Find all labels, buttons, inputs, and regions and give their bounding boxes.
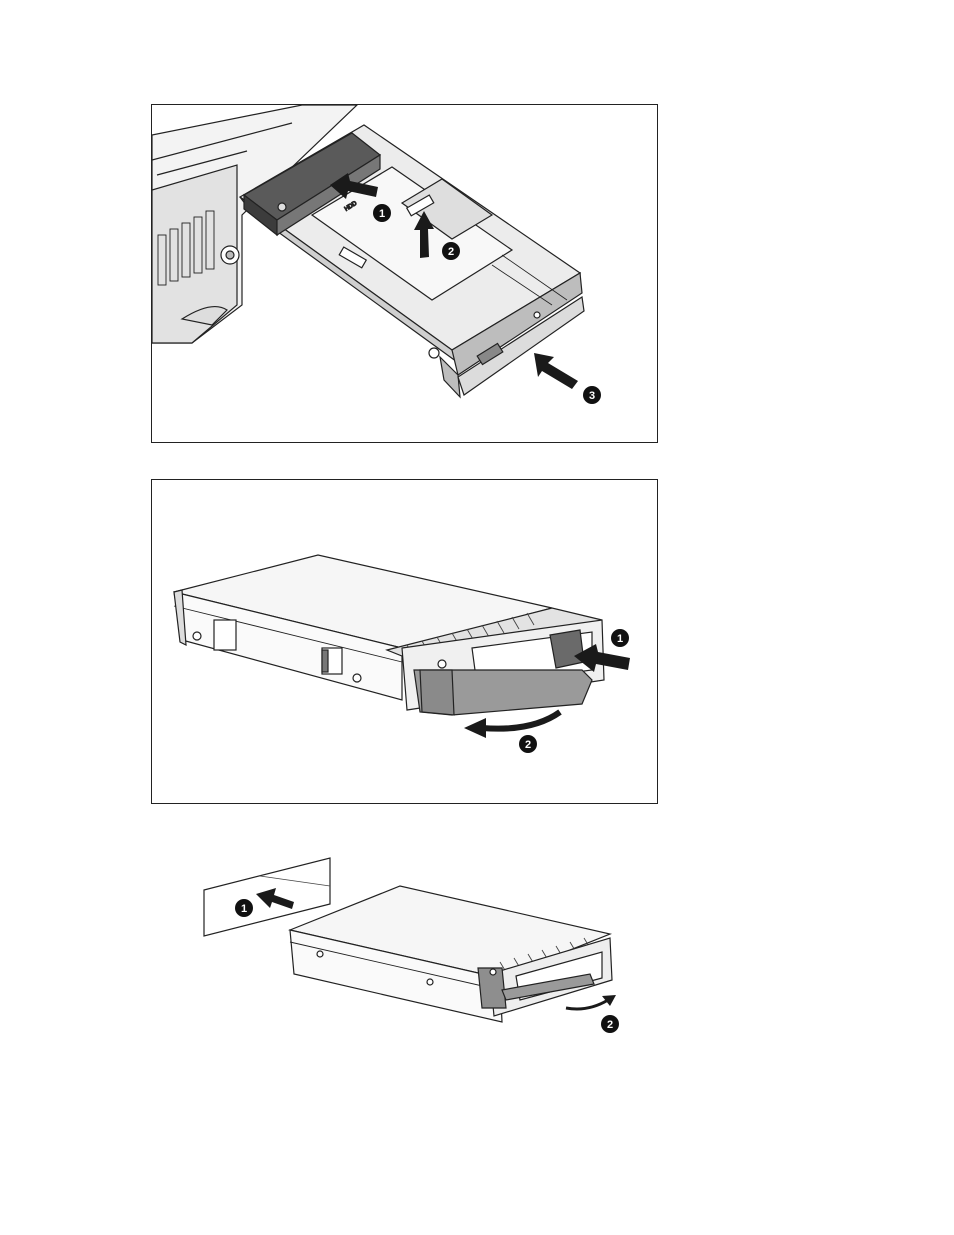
- callout-3: 3: [583, 386, 601, 404]
- figure-3-drive-installation: 1 2: [190, 850, 650, 1050]
- callout-2-label: 2: [607, 1019, 613, 1031]
- callout-1-label: 1: [379, 208, 385, 220]
- callout-1: 1: [373, 204, 391, 222]
- curved-arrow-icon: [566, 995, 616, 1009]
- curved-arrow-icon: [464, 712, 560, 738]
- callout-2: 2: [601, 1015, 619, 1033]
- figure-1-illustration: HDD 1: [152, 105, 659, 444]
- callout-2-label: 2: [525, 739, 531, 751]
- callout-2-label: 2: [448, 246, 454, 258]
- callout-1: 1: [235, 899, 253, 917]
- callout-1-label: 1: [617, 633, 623, 645]
- callout-2: 2: [442, 242, 460, 260]
- hard-drive-body: [290, 886, 612, 1022]
- figure-3-illustration: 1 2: [190, 850, 650, 1050]
- figure-1-drive-carrier-insertion: HDD 1: [151, 104, 658, 443]
- callout-1: 1: [611, 629, 629, 647]
- callout-1-label: 1: [241, 903, 247, 915]
- figure-2-illustration: 1 2: [152, 480, 659, 805]
- callout-3-label: 3: [589, 390, 595, 402]
- figure-2-drive-lever-release: 1 2: [151, 479, 658, 804]
- callout-2: 2: [519, 735, 537, 753]
- hard-drive-body: [174, 555, 604, 715]
